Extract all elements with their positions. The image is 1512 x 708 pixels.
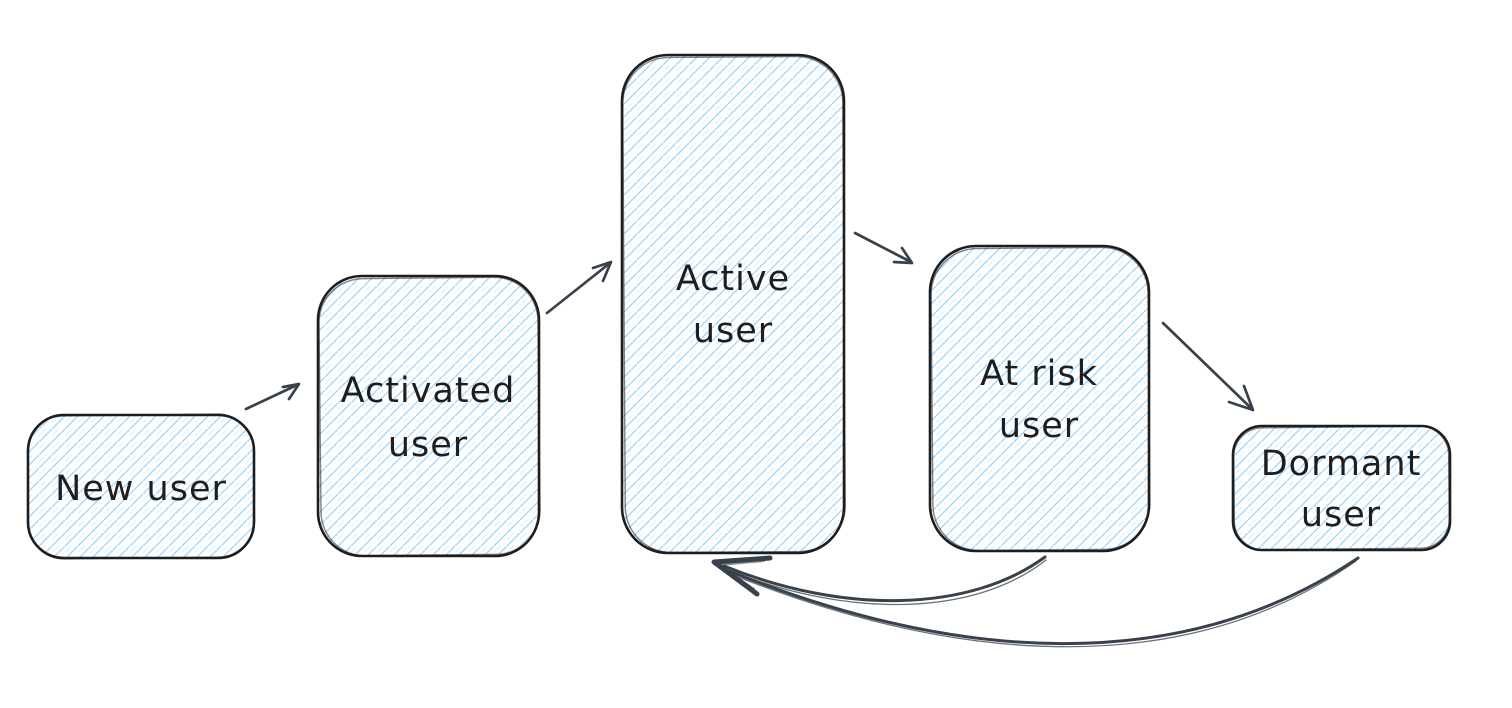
arrowhead-icon bbox=[1227, 384, 1255, 412]
return-arrowhead bbox=[711, 555, 773, 597]
edge-atrisk-to-dormant[interactable] bbox=[1161, 321, 1255, 412]
node-label-line: user bbox=[693, 311, 773, 351]
edge-new-to-activated[interactable] bbox=[244, 382, 301, 411]
arrowhead-icon bbox=[892, 246, 914, 265]
arrow-curve bbox=[722, 555, 1047, 603]
edges-layer bbox=[244, 231, 1360, 648]
edge-atrisk-return-to-active[interactable] bbox=[722, 555, 1047, 606]
node-label-line: user bbox=[999, 406, 1079, 446]
node-box bbox=[1231, 424, 1452, 552]
arrow-curve bbox=[727, 556, 1360, 646]
node-label-line: Dormant bbox=[1261, 444, 1422, 484]
arrowhead-icon bbox=[711, 555, 773, 597]
node-box-sketch-stroke bbox=[26, 413, 256, 560]
nodes-layer: New user Activated user Active user At r… bbox=[26, 53, 1452, 560]
node-activated-user[interactable]: Activated user bbox=[316, 274, 541, 558]
edge-activated-to-active[interactable] bbox=[545, 260, 613, 315]
node-box-sketch-stroke bbox=[318, 276, 541, 557]
node-box-sketch-stroke bbox=[622, 55, 846, 554]
node-label-line: At risk bbox=[980, 354, 1098, 394]
node-label-line: user bbox=[388, 425, 468, 465]
arrow-curve-sketch bbox=[732, 560, 1357, 648]
arrow-shaft bbox=[244, 383, 299, 411]
node-box bbox=[316, 274, 541, 558]
node-dormant-user[interactable]: Dormant user bbox=[1231, 424, 1452, 552]
node-label-line: Activated bbox=[341, 371, 516, 411]
edge-dormant-return-to-active[interactable] bbox=[727, 556, 1360, 648]
arrowhead-icon bbox=[591, 260, 613, 283]
edge-active-to-atrisk[interactable] bbox=[853, 231, 914, 265]
arrowhead-icon bbox=[281, 382, 301, 401]
node-label-line: Active bbox=[676, 259, 790, 299]
arrow-curve-sketch bbox=[727, 559, 1047, 606]
node-at-risk-user[interactable]: At risk user bbox=[928, 244, 1151, 553]
node-new-user[interactable]: New user bbox=[26, 413, 256, 560]
node-box bbox=[620, 53, 846, 555]
arrow-shaft bbox=[853, 231, 913, 264]
node-box-sketch-stroke bbox=[930, 246, 1151, 552]
arrow-shaft bbox=[545, 261, 612, 315]
node-active-user[interactable]: Active user bbox=[620, 53, 846, 555]
arrowhead-sketch bbox=[716, 560, 765, 590]
node-box-sketch-stroke bbox=[1232, 425, 1451, 551]
node-box bbox=[928, 244, 1151, 553]
arrow-shaft bbox=[1161, 321, 1254, 411]
node-label-line: New user bbox=[55, 469, 227, 509]
node-label-line: user bbox=[1301, 495, 1381, 535]
